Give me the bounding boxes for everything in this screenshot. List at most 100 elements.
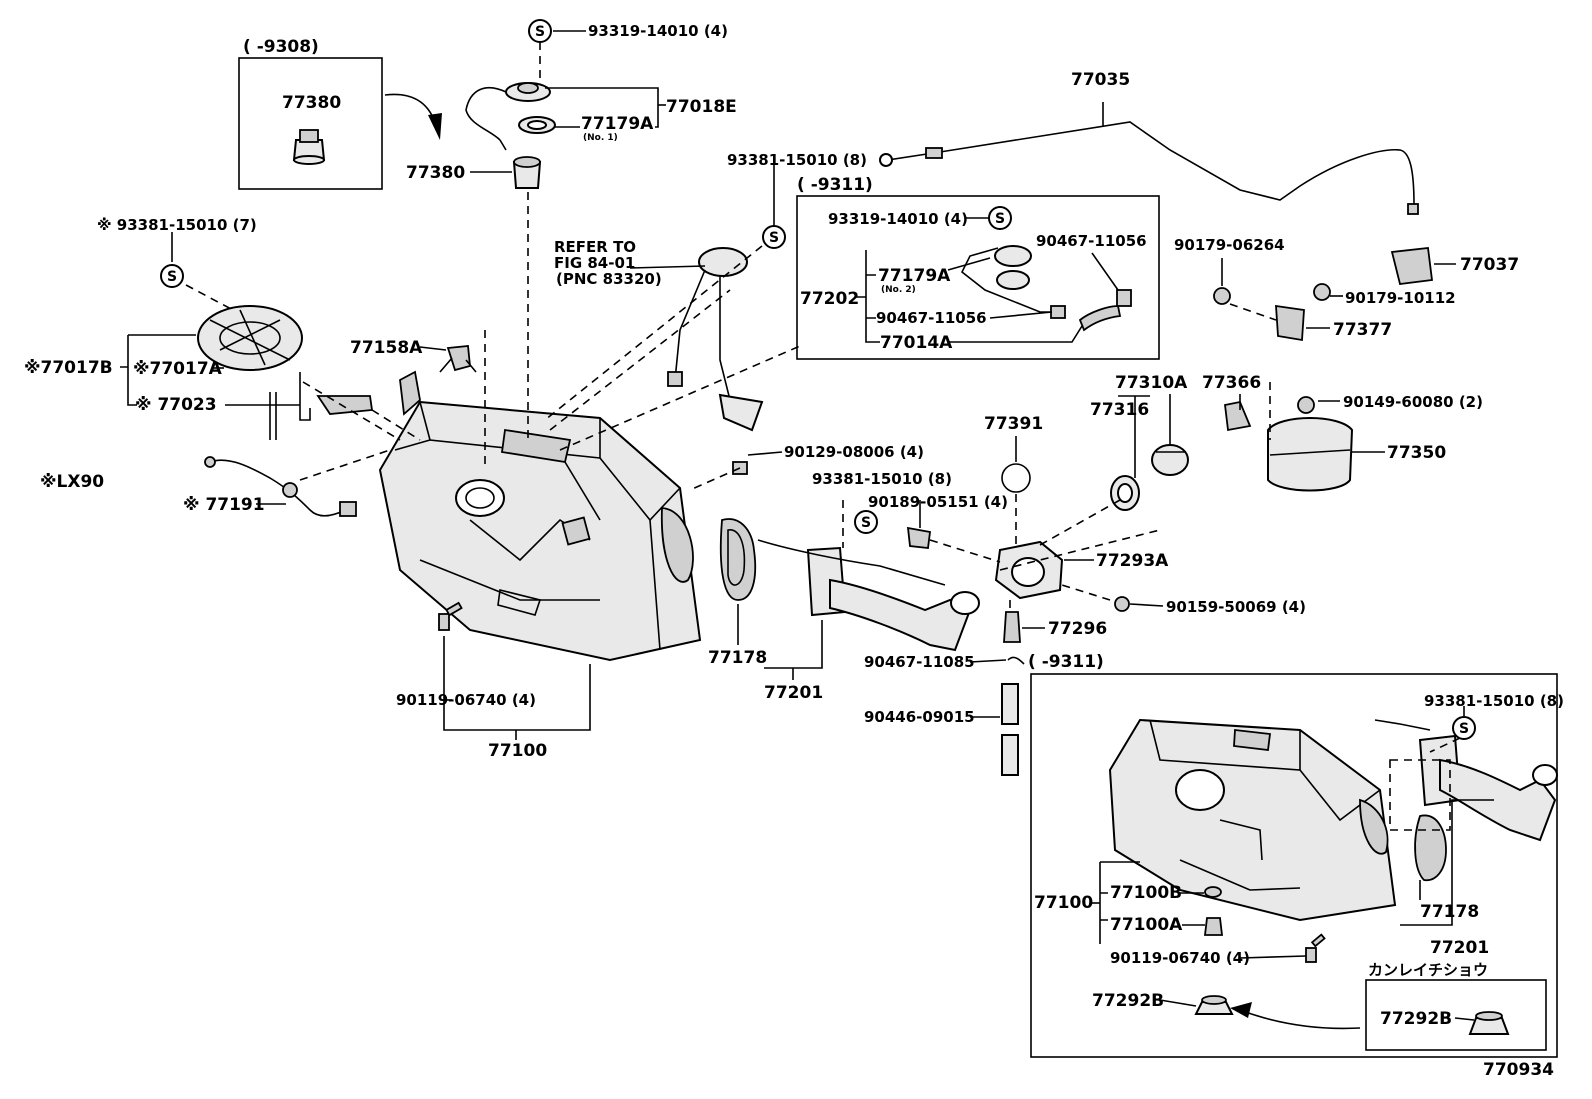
label-77191: ※ 77191	[183, 495, 265, 515]
label-77017A: ※77017A	[133, 359, 223, 379]
part-77391-ring	[1001, 463, 1031, 493]
label-77316: 77316	[1090, 400, 1149, 420]
label-77178-inset: 77178	[1420, 902, 1479, 922]
part-77296-valve	[1003, 611, 1021, 643]
inset-box-9311-tank	[1030, 673, 1558, 1058]
label-93381-15010-8c: 93381-15010 (8)	[1424, 692, 1564, 710]
label-90189-05151: 90189-05151 (4)	[868, 493, 1008, 511]
label-90446-09015: 90446-09015	[864, 708, 975, 726]
label-no2: (No. 2)	[881, 285, 916, 295]
arrow-curve-cold	[1239, 1009, 1361, 1030]
part-77202-pump-inset	[960, 245, 1132, 332]
label-77296: 77296	[1048, 619, 1107, 639]
s-marker-1	[528, 19, 552, 43]
label-90467-11056-b: 90467-11056	[876, 309, 987, 327]
label-93381-15010-7: ※ 93381-15010 (7)	[97, 216, 257, 234]
label-77179A-1: 77179A	[581, 114, 654, 134]
hose-90446-a	[1001, 683, 1019, 725]
cable-77035	[887, 121, 1415, 206]
label-77035: 77035	[1071, 70, 1130, 90]
label-77292B: 77292B	[1092, 991, 1164, 1011]
part-77100A-inset	[1203, 917, 1224, 936]
label-range-9308: ( -9308)	[243, 37, 319, 57]
label-77014A: 77014A	[880, 333, 953, 353]
label-katakana: カンレイチショウ	[1368, 961, 1488, 979]
label-90159-50069: 90159-50069 (4)	[1166, 598, 1306, 616]
label-93319-14010-top: 93319-14010 (4)	[588, 22, 728, 40]
label-93381-15010-8a: 93381-15010 (8)	[727, 151, 867, 169]
label-refer-2: FIG 84-01	[554, 254, 635, 272]
part-77017-sender	[197, 305, 374, 440]
clip-90467-11085	[1007, 656, 1025, 665]
label-77366: 77366	[1202, 373, 1261, 393]
s-marker-5	[854, 510, 878, 534]
service-part-marker-letters: S S S S S S	[167, 24, 1469, 737]
label-77380-inset: 77380	[282, 93, 341, 113]
label-refer-3: (PNC 83320)	[556, 270, 662, 288]
label-77202: 77202	[800, 289, 859, 309]
label-77100-inset: 77100	[1034, 893, 1093, 913]
inset-box-cold-region	[1365, 979, 1547, 1051]
label-77023: ※ 77023	[135, 395, 217, 415]
nut-90179-10112	[1313, 283, 1331, 301]
part-labels: ( -9308) 77380 93319-14010 (4) 77018E 77…	[24, 22, 1564, 1080]
s-letter-5: S	[861, 515, 871, 531]
label-90467-11056-a: 90467-11056	[1036, 232, 1147, 250]
figure-number: 770934	[1483, 1060, 1554, 1080]
s-marker-6	[1452, 716, 1476, 740]
s-letter-1: S	[535, 24, 545, 40]
s-letter-4: S	[995, 211, 1005, 227]
label-93319-14010-box: 93319-14010 (4)	[828, 210, 968, 228]
part-77158A-clip	[439, 345, 477, 373]
label-90119-06740-inset: 90119-06740 (4)	[1110, 949, 1250, 967]
part-77201-filler-pipe	[829, 578, 972, 652]
part-77380-inset	[292, 129, 326, 165]
label-77018E: 77018E	[666, 97, 737, 117]
label-77100B: 77100B	[1110, 883, 1182, 903]
leader-lines	[120, 30, 1494, 1021]
service-part-markers	[160, 19, 1476, 740]
s-marker-4	[988, 206, 1012, 230]
part-77310A-cap	[1151, 444, 1189, 476]
label-77391: 77391	[984, 414, 1043, 434]
label-90467-11085: 90467-11085	[864, 653, 975, 671]
grommet-77292B-box-top	[1475, 1011, 1503, 1021]
bolt-90119-main	[438, 601, 463, 631]
hose-90446-b	[1001, 734, 1019, 776]
fuel-tank-inset	[1108, 718, 1397, 922]
s-letter-2: S	[769, 230, 779, 246]
inset-box-9308	[238, 57, 383, 190]
part-77316-hole	[1117, 483, 1133, 503]
label-90129-08006: 90129-08006 (4)	[784, 443, 924, 461]
label-77380: 77380	[406, 163, 465, 183]
fuel-lid-crease	[1269, 449, 1351, 456]
label-77158A: 77158A	[350, 338, 423, 358]
part-77018E-gauge	[465, 82, 556, 189]
s-letter-6: S	[1459, 721, 1469, 737]
part-77350-fuel-lid	[1267, 417, 1354, 492]
inset-box-9311-pump	[796, 195, 1160, 360]
arrow-head-9308	[428, 113, 442, 140]
s-marker-3	[160, 264, 184, 288]
arrow-head-cold	[1230, 1002, 1252, 1018]
cable-ring-77035	[879, 153, 893, 167]
label-77201-inset: 77201	[1430, 938, 1489, 958]
label-77293A: 77293A	[1096, 551, 1169, 571]
label-77037: 77037	[1460, 255, 1519, 275]
connector-77191-c	[204, 456, 216, 468]
label-range-9311a: ( -9311)	[797, 175, 873, 195]
screw-90149	[1297, 396, 1315, 414]
label-77017B: ※77017B	[24, 358, 113, 378]
label-93381-15010-8b: 93381-15010 (8)	[812, 470, 952, 488]
cable-tip-77035	[1407, 203, 1419, 215]
label-no1: (No. 1)	[583, 133, 618, 143]
part-90189-bracket	[906, 526, 931, 549]
gasket-inner	[727, 529, 746, 586]
filler-pipe-mouth	[950, 591, 980, 615]
label-77377: 77377	[1333, 320, 1392, 340]
part-77037-opener	[1390, 247, 1434, 285]
s-letter-3: S	[167, 269, 177, 285]
label-77292B-box: 77292B	[1380, 1009, 1452, 1029]
label-77100: 77100	[488, 741, 547, 761]
